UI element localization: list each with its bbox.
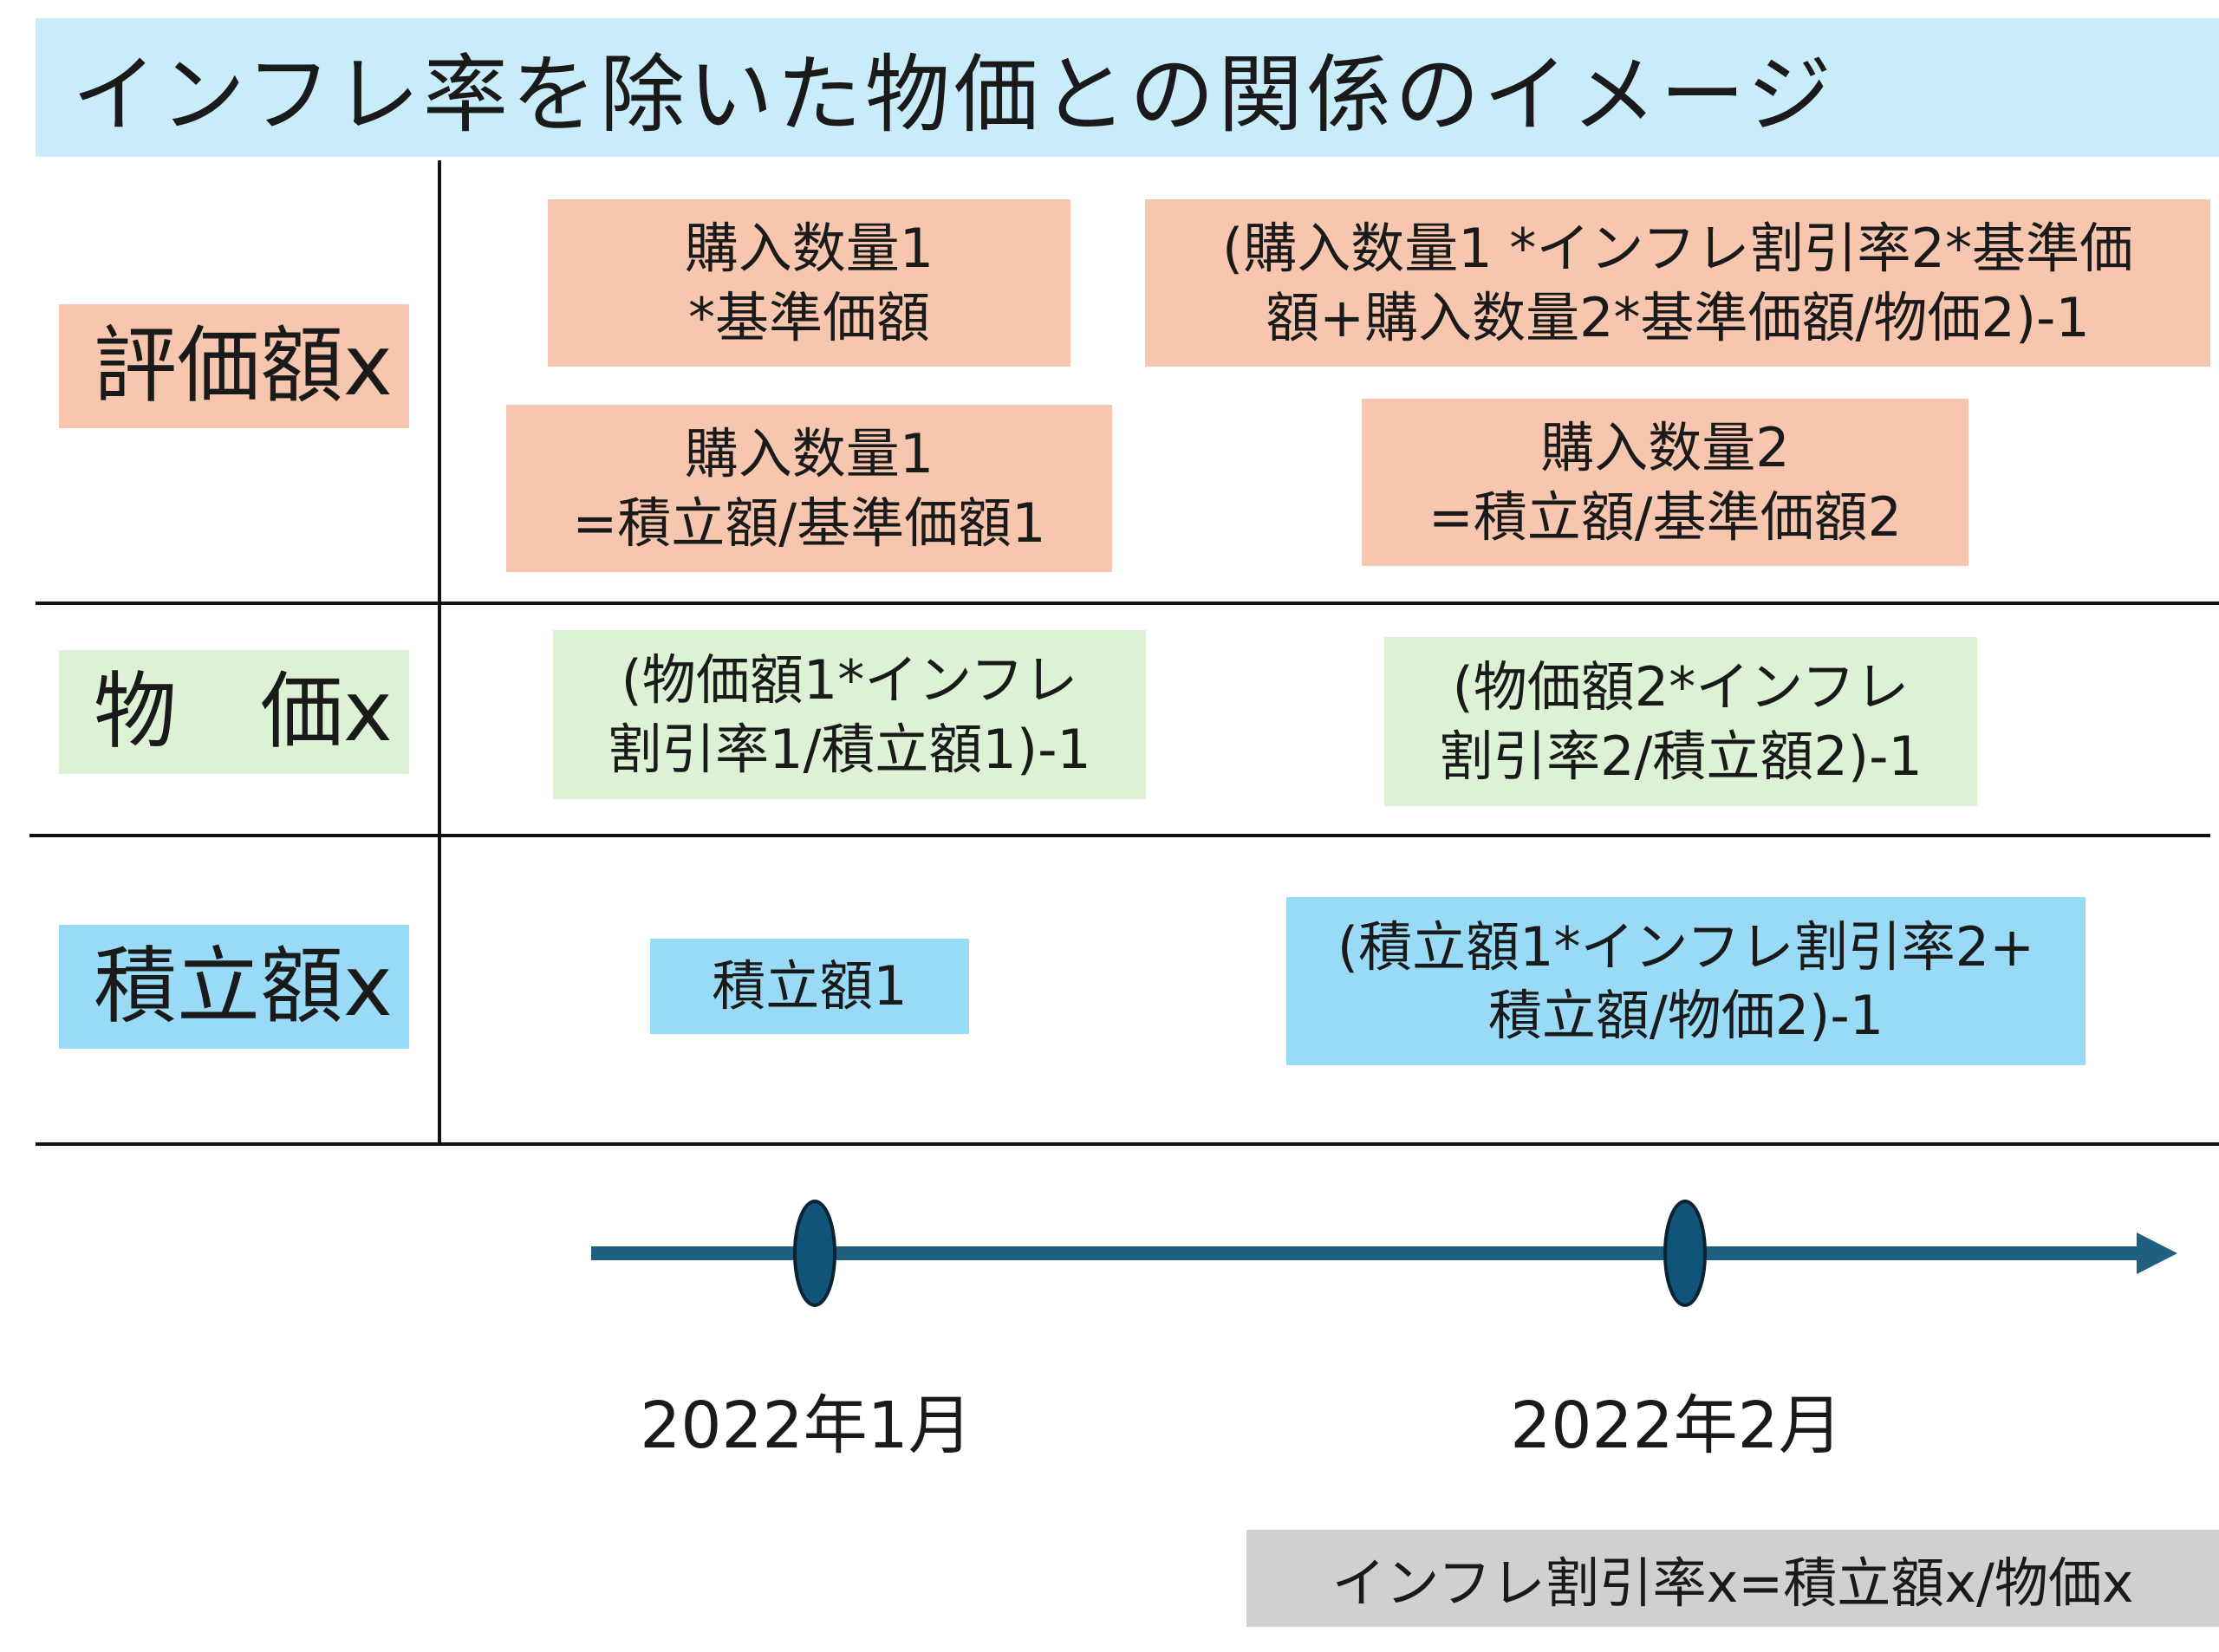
cell-valuation-jan-bottom: 購入数量1 =積立額/基準価額1 (506, 405, 1112, 572)
row-label-valuation: 評価額x (59, 304, 409, 428)
row-label-savings: 積立額x (59, 925, 409, 1049)
timeline-date-jan: 2022年1月 (640, 1389, 973, 1463)
timeline-node-jan (793, 1200, 836, 1307)
cell-valuation-feb-bottom: 購入数量2 =積立額/基準価額2 (1362, 399, 1968, 566)
timeline-date-feb: 2022年2月 (1510, 1389, 1843, 1463)
row-divider-3 (36, 1142, 2219, 1146)
timeline (591, 1200, 2177, 1307)
cell-valuation-jan-top: 購入数量1 *基準価額 (548, 199, 1070, 367)
timeline-arrowhead (2137, 1232, 2177, 1274)
row-divider-1 (36, 602, 2219, 605)
cell-price-feb: (物価額2*インフレ 割引率2/積立額2)-1 (1384, 637, 1977, 806)
page-title: インフレ率を除いた物価との関係のイメージ (36, 18, 2219, 157)
cell-price-jan: (物価額1*インフレ 割引率1/積立額1)-1 (553, 630, 1146, 799)
row-label-divider (438, 160, 441, 1143)
row-divider-2 (29, 834, 2210, 837)
footnote-formula: インフレ割引率x=積立額x/物価x (1246, 1530, 2219, 1627)
cell-savings-jan: 積立額1 (650, 939, 969, 1034)
row-label-price: 物 価x (59, 650, 409, 774)
cell-savings-feb: (積立額1*インフレ割引率2+ 積立額/物価2)-1 (1286, 897, 2086, 1065)
timeline-node-feb (1663, 1200, 1707, 1307)
cell-valuation-feb-top: (購入数量1 *インフレ割引率2*基準価 額+購入数量2*基準価額/物価2)-1 (1145, 199, 2210, 367)
